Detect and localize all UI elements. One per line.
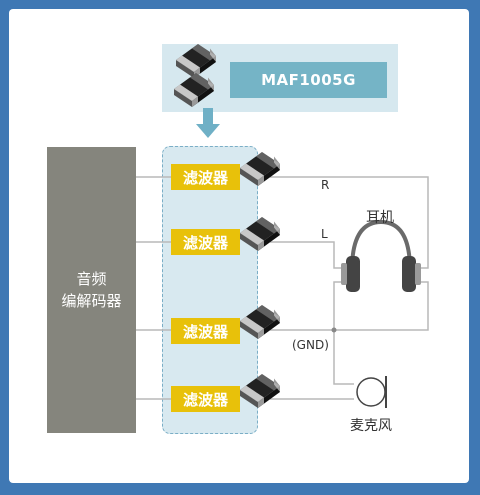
audio-codec-block: 音频 编解码器	[47, 147, 136, 433]
gnd-junction	[331, 327, 337, 333]
chip-icon-filter-4	[240, 374, 280, 408]
headphone-label: 耳机	[366, 210, 394, 226]
codec-label-line2: 编解码器	[61, 292, 122, 310]
signal-r-label: R	[321, 178, 330, 192]
chip-icon-filter-2	[240, 217, 280, 251]
signal-gnd-label: (GND)	[292, 338, 329, 352]
chip-icon-filter-1	[240, 152, 280, 186]
part-number-label: MAF1005G	[230, 62, 387, 98]
microphone-icon	[356, 376, 387, 408]
filter-label-3: 滤波器	[171, 318, 240, 344]
microphone-label: 麦克风	[350, 418, 392, 434]
signal-l-label: L	[321, 227, 328, 241]
chip-icon-top-2	[174, 73, 214, 107]
filter-label-1: 滤波器	[171, 164, 240, 190]
codec-label-line1: 音频	[76, 270, 107, 288]
filter-label-2: 滤波器	[171, 229, 240, 255]
filter-label-4: 滤波器	[171, 386, 240, 412]
chip-icon-top-1	[176, 44, 216, 78]
chip-icon-filter-3	[240, 305, 280, 339]
down-arrow-icon	[196, 108, 220, 138]
headphone-icon	[341, 219, 421, 292]
